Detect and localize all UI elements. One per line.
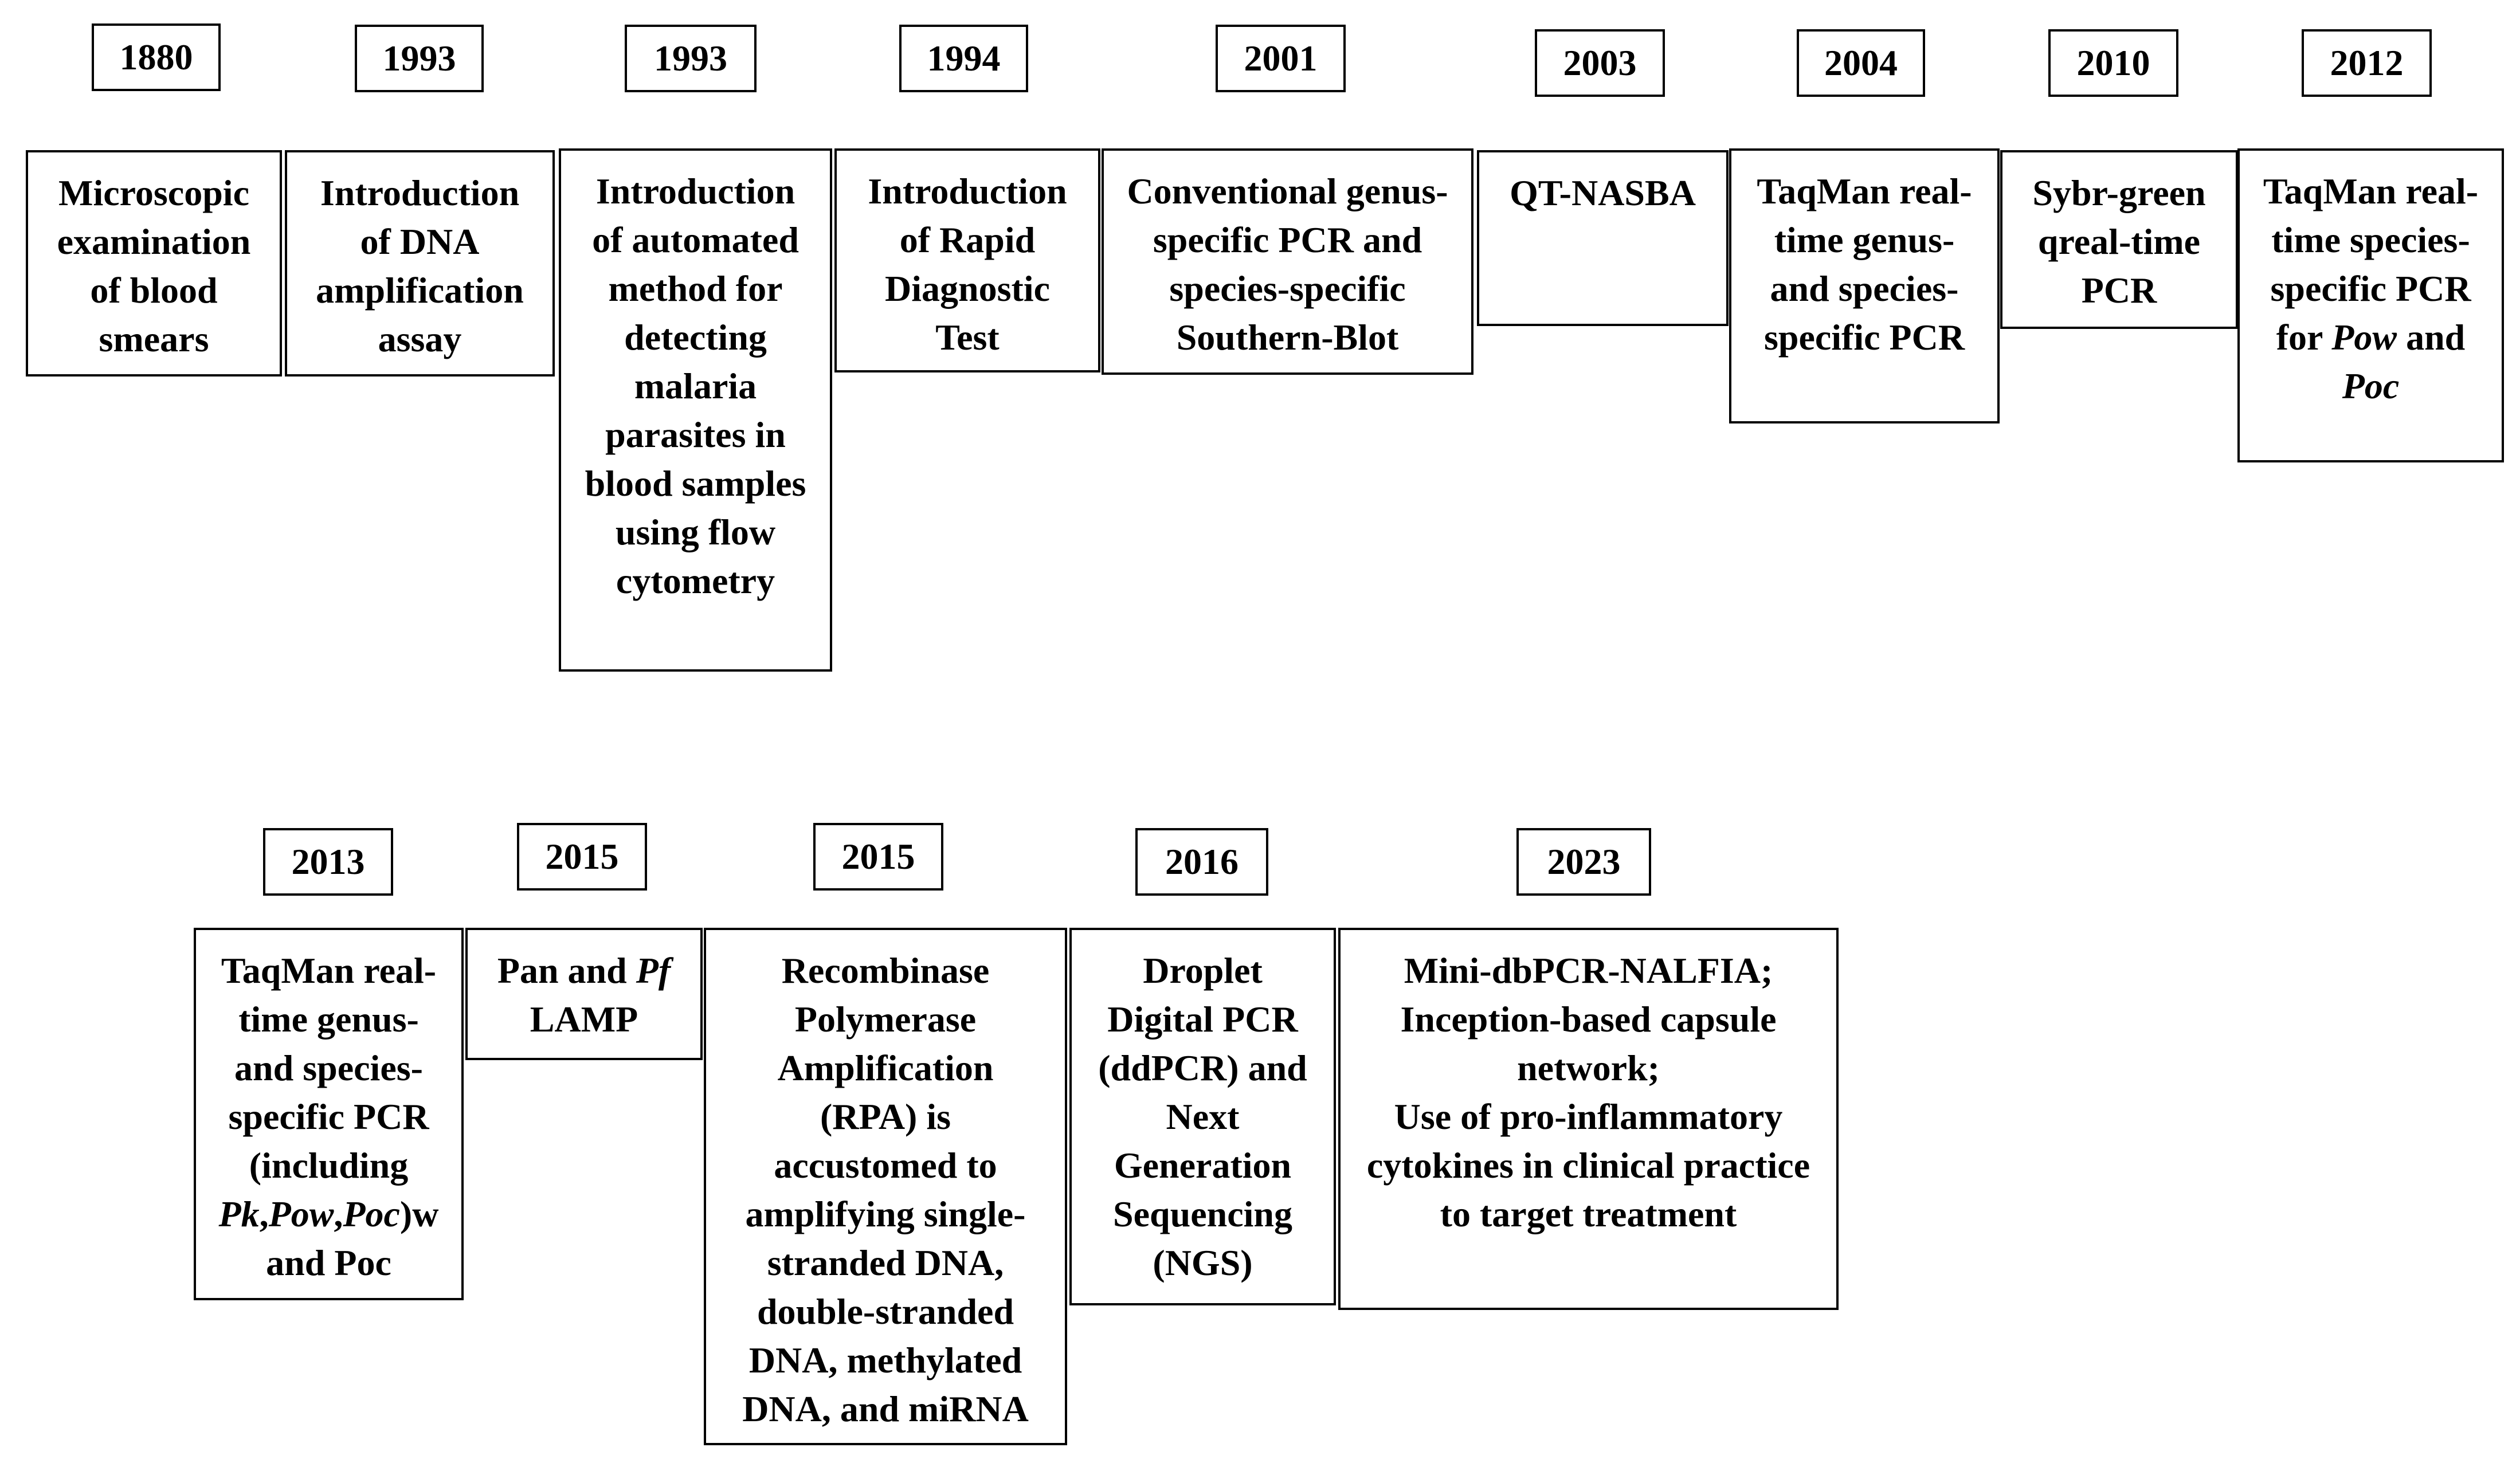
year-label: 2001	[1216, 25, 1346, 92]
milestone-text-line: detecting	[624, 317, 767, 358]
milestone-text-line: Introduction	[595, 171, 795, 211]
year-label: 1993	[355, 25, 484, 92]
milestone-box: TaqMan real-time genus-and species-speci…	[1729, 148, 2000, 423]
year-label: 2010	[2048, 29, 2178, 97]
milestone-text-line: blood samples	[585, 463, 806, 504]
milestone-text-line: and Poc	[266, 1242, 391, 1283]
milestone-text-line: PCR	[2081, 270, 2157, 311]
milestone-text-line: Sequencing	[1113, 1194, 1292, 1234]
milestone-text-line: (ddPCR) and	[1098, 1048, 1307, 1088]
milestone-text-line: Digital PCR	[1107, 999, 1298, 1040]
milestone-text-line: of blood	[90, 270, 218, 311]
milestone-text-line: LAMP	[530, 999, 638, 1040]
milestone-box: Pan and Pf LAMP	[465, 928, 703, 1060]
milestone-text-line: Inception-based capsule	[1400, 999, 1777, 1040]
milestone-text-line: amplifying single-	[745, 1194, 1026, 1234]
milestone-text-line: parasites in	[605, 414, 786, 455]
year-label: 1880	[92, 23, 221, 91]
milestone-text-line: of automated	[592, 219, 799, 260]
milestone-text-line: time species-	[2271, 219, 2470, 260]
milestone-text-line: and species-	[1770, 268, 1959, 309]
year-label: 2015	[517, 823, 647, 891]
year-label: 2003	[1535, 29, 1665, 97]
milestone-text-line: QT-NASBA	[1510, 172, 1696, 213]
milestone-text-line: smears	[99, 319, 209, 359]
year-label: 2015	[813, 823, 943, 891]
milestone-text-line: stranded DNA,	[767, 1242, 1004, 1283]
milestone-text-line: Droplet	[1143, 950, 1263, 991]
milestone-box: Introduction of automated method for detect…	[559, 148, 832, 672]
year-label: 2012	[2302, 29, 2432, 97]
milestone-text-line: method for	[608, 268, 783, 309]
milestone-text-line: and species-	[234, 1048, 423, 1088]
year-label: 2013	[263, 828, 393, 896]
milestone-text-line: DNA, methylated	[748, 1340, 1022, 1380]
milestone-text-line: specific PCR	[1763, 317, 1965, 358]
milestone-text-line: Pk,Pow,Poc)w	[218, 1194, 439, 1234]
milestone-text-line: network;	[1517, 1048, 1660, 1088]
milestone-text-line: Mini-dbPCR-NALFIA;	[1404, 950, 1773, 991]
milestone-text-line: qreal-time	[2037, 221, 2201, 262]
milestone-text-line: using flow	[615, 512, 776, 552]
milestone-text-line: for Pow and	[2276, 317, 2466, 358]
year-label: 2004	[1797, 29, 1925, 97]
milestone-text-line: assay	[378, 319, 462, 359]
milestone-text-line: Southern-Blot	[1176, 317, 1399, 358]
milestone-text-line: double-stranded	[757, 1291, 1014, 1332]
milestone-text-line: Polymerase	[794, 999, 977, 1040]
milestone-text-line: Introduction	[320, 172, 520, 213]
milestone-text-line: of Rapid	[899, 219, 1036, 260]
milestone-text-line: Recombinase	[781, 950, 990, 991]
milestone-text-line: Amplification	[777, 1048, 994, 1088]
milestone-text-line: Sybr-green	[2032, 172, 2206, 213]
milestone-text-line: species-specific	[1169, 268, 1406, 309]
milestone-text-line: accustomed to	[774, 1145, 997, 1186]
milestone-text-line: specific PCR	[228, 1096, 429, 1137]
milestone-text-line: specific PCR	[2270, 268, 2471, 309]
year-label: 1994	[899, 25, 1028, 92]
milestone-text-line: time genus-	[1774, 219, 1955, 260]
milestone-text-line: Microscopic	[58, 172, 249, 213]
milestone-text-line: Test	[935, 317, 1000, 358]
milestone-box: TaqMan real-time species-specific PCR for…	[2237, 148, 2504, 462]
milestone-text-line: Introduction	[868, 171, 1067, 211]
milestone-box: TaqMan real-time genus-and species-speci…	[194, 928, 464, 1300]
milestone-text-line: (RPA) is	[820, 1096, 951, 1137]
milestone-text-line: malaria	[634, 366, 757, 406]
milestone-box: Mini-dbPCR-NALFIA; Inception-based capsul…	[1338, 928, 1839, 1310]
milestone-text-line: Use of pro-inflammatory	[1394, 1096, 1783, 1137]
milestone-text-line: Next	[1166, 1096, 1240, 1137]
milestone-text-line: examination	[57, 221, 251, 262]
milestone-text-line: Pan and Pf	[497, 950, 671, 991]
milestone-text-line: cytokines in clinical practice	[1366, 1145, 1810, 1186]
milestone-box: Introduction of DNA amplification assay	[285, 150, 555, 376]
milestone-text-line: TaqMan real-	[221, 950, 437, 991]
milestone-text-line: Conventional genus-	[1127, 171, 1448, 211]
year-label: 2023	[1516, 828, 1651, 896]
milestone-text-line: (including	[249, 1145, 409, 1186]
milestone-box: Conventional genus-specific PCR and speci…	[1102, 148, 1473, 375]
milestone-text-line: (NGS)	[1153, 1242, 1253, 1283]
year-label: 1993	[625, 25, 757, 92]
year-label: 2016	[1135, 828, 1268, 896]
milestone-text-line: Poc	[2342, 366, 2400, 406]
milestone-text-line: TaqMan real-	[2263, 171, 2479, 211]
milestone-text-line: Generation	[1114, 1145, 1292, 1186]
milestone-text-line: amplification	[316, 270, 524, 311]
milestone-box: QT-NASBA	[1477, 150, 1729, 326]
milestone-text-line: specific PCR and	[1153, 219, 1422, 260]
milestone-text-line: of DNA	[360, 221, 480, 262]
milestone-text-line: DNA, and miRNA	[742, 1389, 1029, 1429]
milestone-text-line: to target treatment	[1440, 1194, 1737, 1234]
milestone-text-line: time genus-	[238, 999, 419, 1040]
milestone-text-line: cytometry	[616, 560, 775, 601]
milestone-text-line: Diagnostic	[885, 268, 1050, 309]
milestone-text-line: TaqMan real-	[1757, 171, 1972, 211]
milestone-box: Microscopic examination of blood smears	[26, 150, 282, 376]
